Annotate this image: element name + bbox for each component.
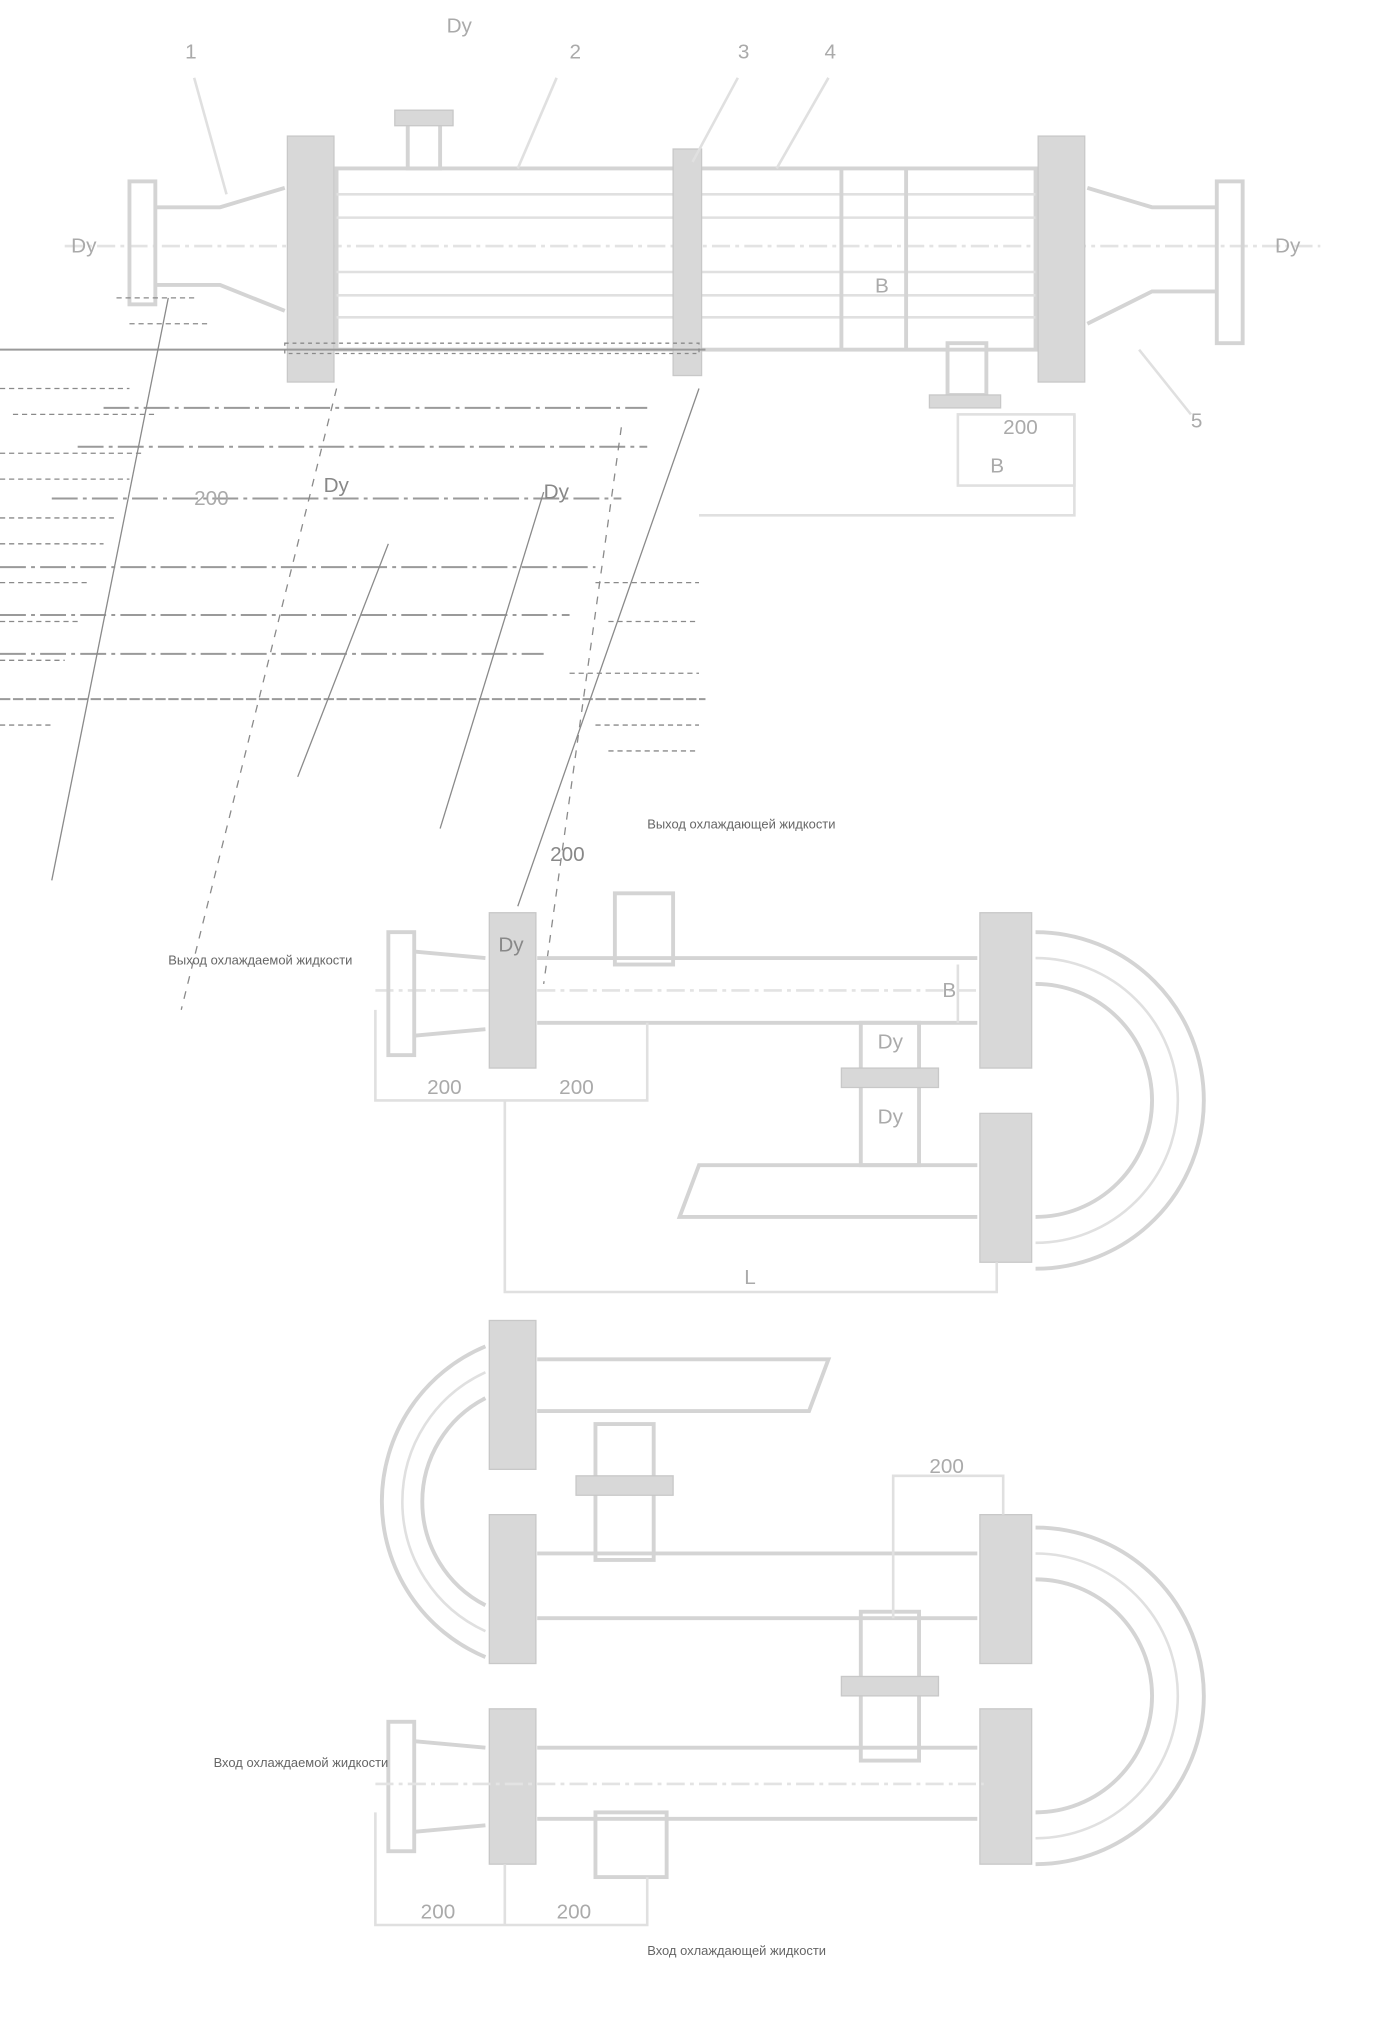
- bottom-u-tube-exchanger: Вход охлаждаемой жидкости Вход охлаждающ…: [214, 1319, 1206, 1958]
- port-label-right: Dy: [1275, 235, 1301, 258]
- section-dim: Dy: [324, 474, 350, 497]
- nozzle-label: Dy: [878, 1031, 904, 1054]
- dimension-label: 200: [559, 1076, 594, 1099]
- section-label: B: [875, 275, 889, 298]
- dimension-label: 200: [557, 1901, 592, 1924]
- tube-sheet-right: [1037, 135, 1086, 383]
- dimension-label: Dy: [498, 934, 524, 957]
- section-dim: Dy: [544, 481, 570, 504]
- outlet-label: Выход охлаждаемой жидкости: [168, 953, 352, 968]
- position-number: 4: [825, 40, 837, 63]
- dimension-label: 200: [427, 1076, 462, 1099]
- dimension-label: 200: [1003, 416, 1038, 439]
- outlet-label: Выход охлаждающей жидкости: [647, 817, 835, 832]
- dimension-label: 200: [421, 1901, 456, 1924]
- length-label: L: [744, 1266, 756, 1289]
- inlet-label: Вход охлаждаемой жидкости: [214, 1755, 389, 1770]
- dimension-label: 200: [929, 1455, 964, 1478]
- dimension-label: B: [942, 979, 956, 1002]
- position-number: 3: [738, 40, 750, 63]
- port-label-left: Dy: [71, 235, 97, 258]
- position-number: 1: [185, 40, 197, 63]
- position-number: 2: [570, 40, 582, 63]
- tube-sheet-left: [286, 135, 335, 383]
- inlet-label: Вход охлаждающей жидкости: [647, 1943, 826, 1958]
- position-number: 5: [1191, 409, 1203, 432]
- top-shell-and-tube-exchanger: 1 2 3 4 5 Dy Dy Dy B 200 B: [64, 15, 1321, 517]
- section-dim: 200: [194, 487, 229, 510]
- section-view: Dy Dy 200: [0, 297, 706, 1010]
- middle-u-tube-exchanger: Выход охлаждаемой жидкости Выход охлажда…: [168, 817, 1206, 1294]
- dimension-label: 200: [550, 843, 585, 866]
- nozzle-label: Dy: [878, 1106, 904, 1129]
- dimension-label: B: [990, 455, 1004, 478]
- nozzle-label: Dy: [447, 15, 473, 38]
